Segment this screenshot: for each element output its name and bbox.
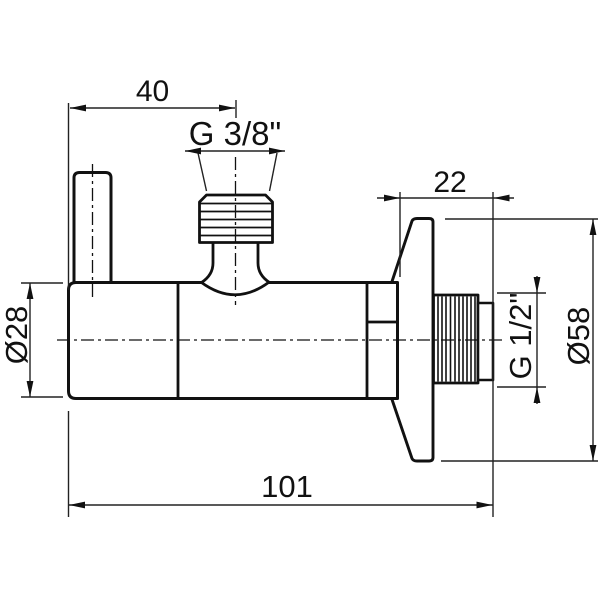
- arrow-d58-bottom: [589, 445, 597, 461]
- arrow-g38-right: [269, 147, 285, 155]
- arrow-g12-top: [533, 277, 541, 293]
- dimension-lines: [21, 100, 598, 517]
- arrow-g12-bottom: [533, 387, 541, 403]
- dimension-arrowheads: [26, 104, 597, 509]
- arrow-d28-top: [26, 283, 34, 299]
- dim-outlet-thread-label: G 1/2": [503, 293, 538, 380]
- arrow-40-right: [219, 104, 235, 112]
- centerlines: [57, 157, 505, 341]
- arrow-40-left: [70, 104, 86, 112]
- ext-line-g38-right: [268, 152, 278, 192]
- outlet-tip: [476, 301, 495, 382]
- arrow-101-right: [476, 501, 493, 509]
- dim-101-label: 101: [261, 469, 313, 504]
- outlet-thread-hatching: [437, 296, 476, 382]
- fitting-neck-left: [200, 241, 215, 284]
- ext-line-g38-left: [197, 152, 208, 192]
- fitting-neck-right: [256, 241, 271, 284]
- arrow-g38-left: [185, 147, 201, 155]
- dim-body-diameter-label: Ø28: [0, 306, 34, 365]
- dim-inlet-thread-label: G 3/8": [189, 115, 281, 152]
- arrow-22-right: [493, 194, 510, 202]
- dim-22-label: 22: [433, 166, 466, 199]
- arrow-d28-bottom: [26, 381, 34, 397]
- arrow-101-left: [69, 501, 85, 509]
- arrow-22-left: [384, 194, 400, 202]
- dim-40-label: 40: [136, 75, 169, 108]
- arrow-d58-top: [589, 219, 597, 235]
- dim-rosette-diameter-label: Ø58: [561, 307, 596, 366]
